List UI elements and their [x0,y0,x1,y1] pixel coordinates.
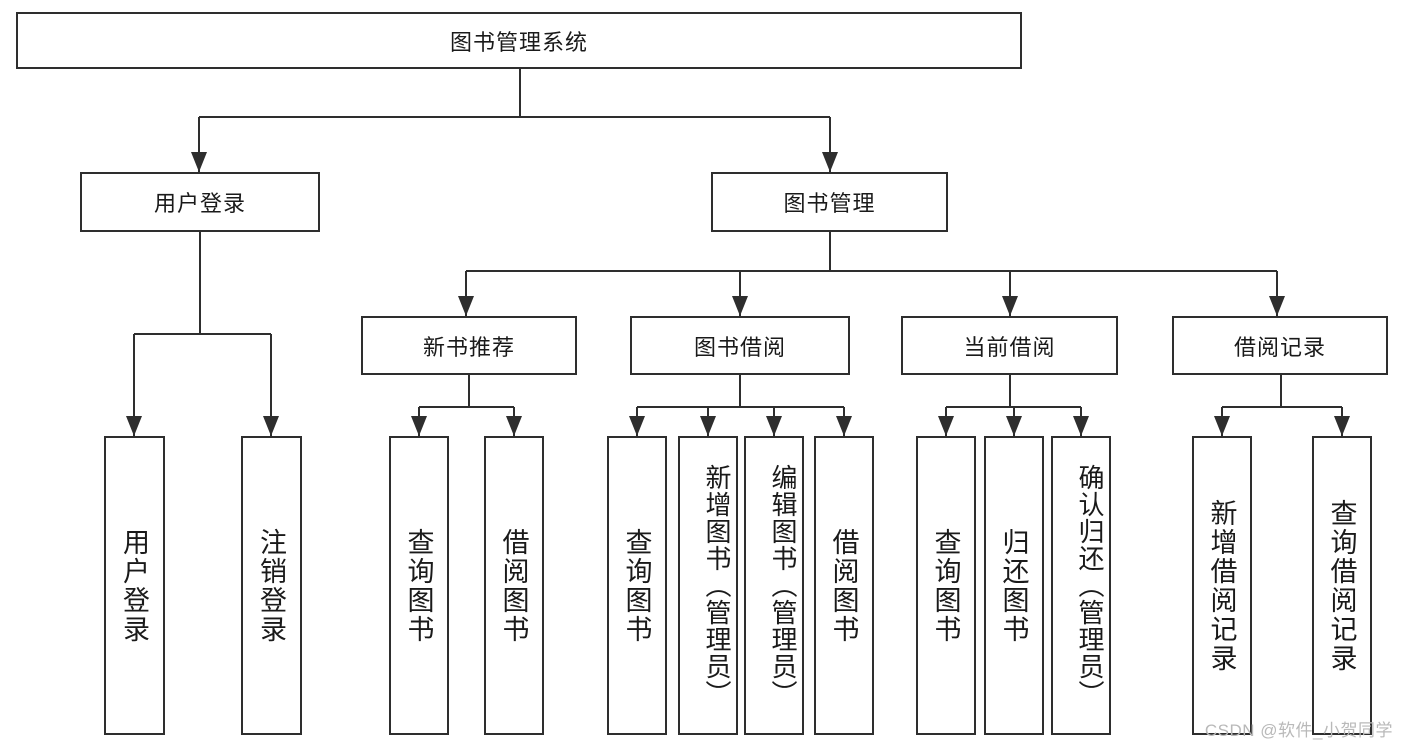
level2-node-current-borrow-label: 当前借阅 [963,334,1056,360]
level2-node-new-book-rec: 新书推荐 [361,316,577,375]
edge-group-from-root [191,69,838,172]
leaf-node-leaf-borrow-book-1: 借阅图书 [484,436,544,735]
leaf-node-leaf-edit-book-label: 编辑图书（管理员） [768,464,798,707]
leaf-node-leaf-logout: 注销登录 [241,436,302,735]
leaf-node-leaf-confirm-return: 确认归还（管理员） [1051,436,1111,735]
level2-node-borrow-record: 借阅记录 [1172,316,1388,375]
level2-node-book-borrow: 图书借阅 [630,316,850,375]
leaf-node-leaf-borrow-book-1-label: 借阅图书 [498,527,529,644]
leaf-node-leaf-user-login: 用户登录 [104,436,165,735]
leaf-node-leaf-query-book-2-label: 查询图书 [621,527,652,644]
leaf-node-leaf-borrow-book-2: 借阅图书 [814,436,874,735]
leaf-node-leaf-logout-label: 注销登录 [256,527,286,644]
level1-node-book-manage: 图书管理 [711,172,948,232]
leaf-node-leaf-query-record: 查询借阅记录 [1312,436,1372,735]
leaf-node-leaf-confirm-return-label: 确认归还（管理员） [1075,464,1105,707]
edge-group-from-borrow-record [1214,375,1350,436]
leaf-node-leaf-query-book-1: 查询图书 [389,436,449,735]
leaf-node-leaf-edit-book: 编辑图书（管理员） [744,436,804,735]
edge-group-from-new-book-rec [411,375,522,436]
leaf-node-leaf-return-book-label: 归还图书 [998,527,1029,644]
leaf-node-leaf-add-record: 新增借阅记录 [1192,436,1252,735]
edge-group-from-current-borrow [938,375,1089,436]
root-node-label: 图书管理系统 [449,29,588,55]
leaf-node-leaf-query-book-3-label: 查询图书 [930,527,961,644]
level2-node-new-book-rec-label: 新书推荐 [422,334,515,360]
leaf-node-leaf-query-book-1-label: 查询图书 [403,527,434,644]
leaf-node-leaf-add-record-label: 新增借阅记录 [1206,498,1237,673]
edge-group-from-user-login [126,232,279,436]
watermark-label: CSDN @软件_小贺同学 [1204,721,1393,740]
level1-node-book-manage-label: 图书管理 [783,191,876,216]
level1-node-user-login: 用户登录 [80,172,320,232]
edge-group-from-book-manage [458,232,1285,316]
leaf-node-leaf-borrow-book-2-label: 借阅图书 [828,527,859,644]
level2-node-book-borrow-label: 图书借阅 [693,334,786,360]
level1-node-user-login-label: 用户登录 [153,191,246,216]
leaf-node-leaf-query-book-2: 查询图书 [607,436,667,735]
leaf-node-leaf-add-book-label: 新增图书（管理员） [702,464,732,707]
level2-node-current-borrow: 当前借阅 [901,316,1118,375]
leaf-node-leaf-query-book-3: 查询图书 [916,436,976,735]
leaf-node-leaf-add-book: 新增图书（管理员） [678,436,738,735]
leaf-node-leaf-query-record-label: 查询借阅记录 [1326,498,1357,673]
level2-node-borrow-record-label: 借阅记录 [1233,334,1326,360]
root-node: 图书管理系统 [16,12,1022,69]
edge-group-from-book-borrow [629,375,852,436]
leaf-node-leaf-user-login-label: 用户登录 [119,527,149,644]
leaf-node-leaf-return-book: 归还图书 [984,436,1044,735]
